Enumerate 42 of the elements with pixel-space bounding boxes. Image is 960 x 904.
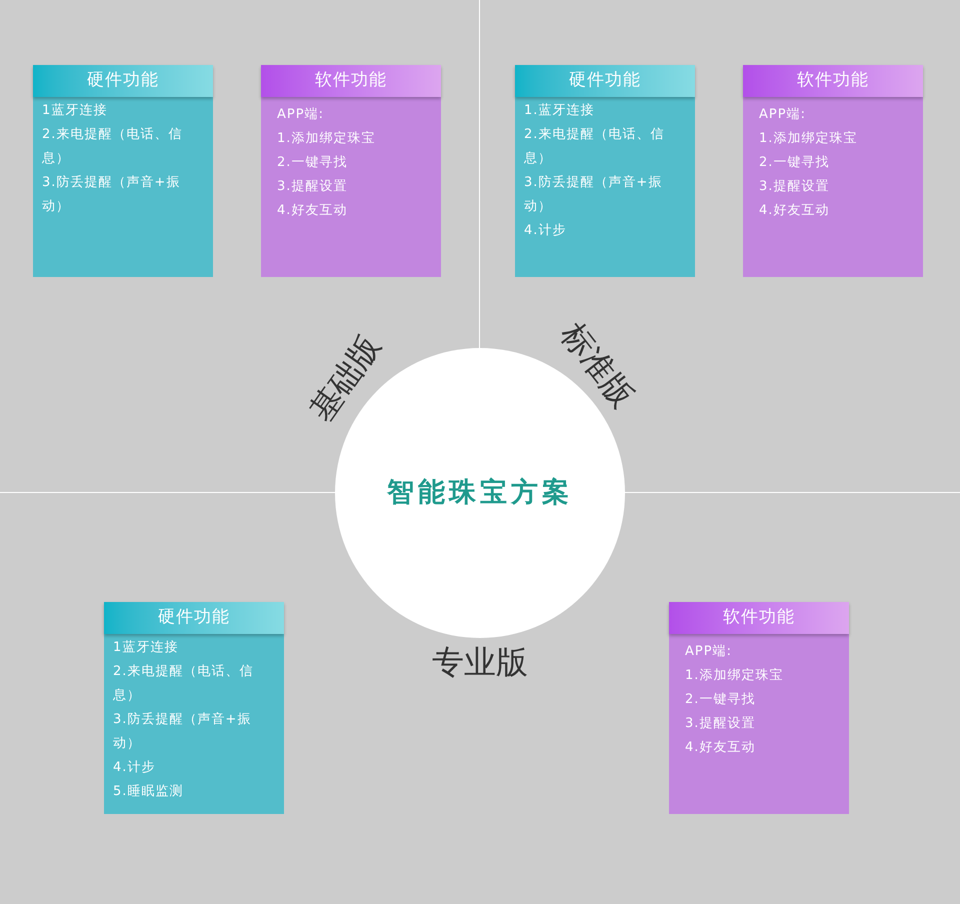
feature-item: 4.好友互动 [684,739,756,757]
feature-item: 2.来电提醒（电话、信息） [523,126,666,168]
card-header: 软件功能 [261,65,441,97]
feature-item: 3.防丢提醒（声音+振动） [41,174,182,216]
feature-item: 1.添加绑定珠宝 [758,130,858,148]
feature-item: 2.一键寻找 [758,154,830,172]
feature-item: 4.好友互动 [276,202,348,220]
feature-item: 1.蓝牙连接 [523,102,596,120]
feature-card [33,65,213,277]
card-header: 软件功能 [743,65,923,97]
feature-card [104,602,284,814]
feature-item: 2.来电提醒（电话、信息） [112,663,254,705]
feature-card [669,602,849,814]
feature-item: 4.计步 [112,759,156,777]
feature-item: APP端: [276,106,325,124]
edition-label: 基础版 [304,330,386,426]
feature-item: 3.提醒设置 [684,715,756,733]
feature-item: 1.添加绑定珠宝 [684,667,784,685]
feature-card [261,65,441,277]
feature-item: APP端: [758,106,807,124]
feature-item: 3.提醒设置 [758,178,830,196]
feature-item: 1.添加绑定珠宝 [276,130,376,148]
feature-card [743,65,923,277]
card-header: 硬件功能 [104,602,284,634]
feature-item: 2.一键寻找 [276,154,348,172]
feature-item: 3.提醒设置 [276,178,348,196]
feature-item: 4.计步 [523,222,568,240]
feature-item: 3.防丢提醒（声音+振动） [523,174,664,216]
feature-item: 3.防丢提醒（声音+振动） [112,711,252,753]
feature-item: 5.睡眠监测 [112,783,184,801]
feature-item: 4.好友互动 [758,202,830,220]
edition-label: 标准版 [556,317,640,413]
feature-item: 1蓝牙连接 [41,102,108,120]
card-header: 软件功能 [669,602,849,634]
card-header: 硬件功能 [33,65,213,97]
center-title: 智能珠宝方案 [387,476,573,510]
card-header: 硬件功能 [515,65,695,97]
feature-item: 1蓝牙连接 [112,639,180,657]
feature-card [515,65,695,277]
feature-item: 2.一键寻找 [684,691,756,709]
feature-item: 2.来电提醒（电话、信息） [41,126,184,168]
feature-item: APP端: [684,643,733,661]
